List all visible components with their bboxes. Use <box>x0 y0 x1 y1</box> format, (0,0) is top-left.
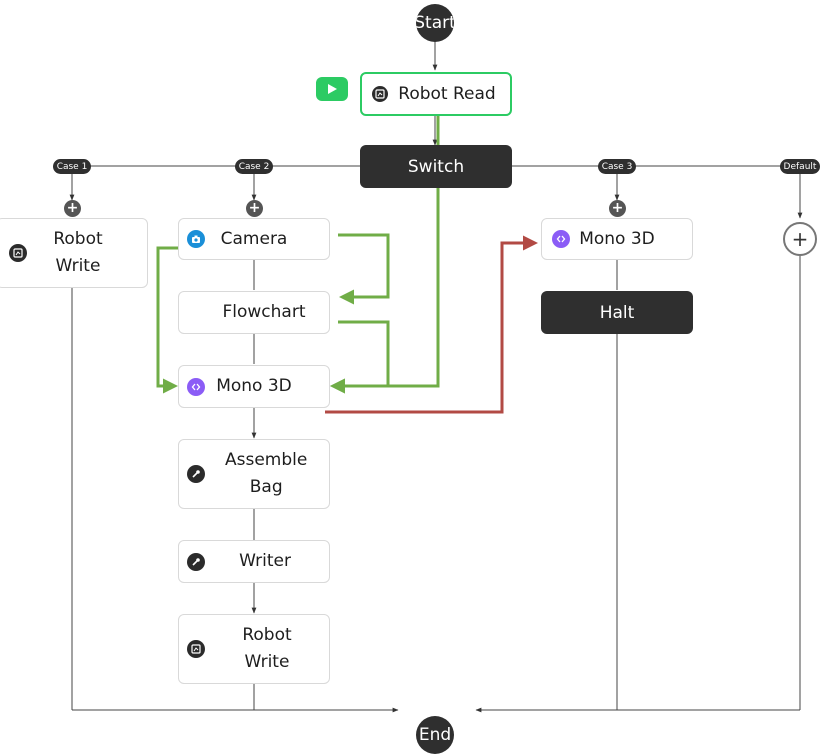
add-step-default-icon[interactable]: + <box>783 222 817 256</box>
start-node[interactable]: Start <box>416 4 454 42</box>
assemble-bag-node[interactable]: Assemble Bag <box>178 439 330 509</box>
case2-mono3d-label: Mono 3D <box>216 376 292 396</box>
case3-mono3d-node[interactable]: Mono 3D <box>541 218 693 260</box>
end-node[interactable]: End <box>416 716 454 754</box>
writer-label: Writer <box>239 551 291 571</box>
assemble-bag-label: Assemble Bag <box>225 450 308 497</box>
case-2-label[interactable]: Case 2 <box>235 159 273 174</box>
default-case-label[interactable]: Default <box>780 159 820 174</box>
data-link-camera-mono3d <box>156 246 180 394</box>
start-label: Start <box>416 13 454 33</box>
halt-node[interactable]: Halt <box>541 291 693 334</box>
robot-arm-icon <box>372 86 388 102</box>
camera-label: Camera <box>220 228 288 249</box>
switch-node[interactable]: Switch <box>360 145 512 188</box>
add-step-case2-icon[interactable]: + <box>246 200 263 217</box>
robot-read-node[interactable]: Robot Read <box>360 72 512 116</box>
flowchart-node[interactable]: Flowchart <box>178 291 330 334</box>
camera-icon <box>187 230 205 248</box>
flowchart-label: Flowchart <box>222 302 306 322</box>
code-brackets-icon <box>187 377 205 396</box>
data-link-flowchart-mono3d <box>330 320 390 394</box>
case2-mono3d-node[interactable]: Mono 3D <box>178 365 330 408</box>
data-link-robotread-mono3d <box>330 116 440 394</box>
data-link-mono3d-case3 <box>325 235 538 414</box>
case1-robot-write-node[interactable]: Robot Write <box>0 218 148 288</box>
robot-arm-icon <box>9 244 27 262</box>
data-link-camera-flowchart <box>338 233 390 305</box>
case2-robot-write-node[interactable]: Robot Write <box>178 614 330 684</box>
tool-icon <box>187 465 205 483</box>
code-brackets-icon <box>552 230 570 248</box>
robot-read-label: Robot Read <box>398 83 496 104</box>
halt-label: Halt <box>599 302 635 323</box>
case1-robot-write-label: Robot Write <box>53 229 103 276</box>
case-3-label[interactable]: Case 3 <box>598 159 636 174</box>
switch-label: Switch <box>407 156 465 177</box>
add-step-case3-icon[interactable]: + <box>609 200 626 217</box>
case2-robot-write-label: Robot Write <box>242 625 292 672</box>
play-icon <box>328 84 337 94</box>
robot-arm-icon <box>187 640 205 658</box>
run-button[interactable] <box>316 77 348 101</box>
camera-node[interactable]: Camera <box>178 218 330 260</box>
add-step-case1-icon[interactable]: + <box>64 200 81 217</box>
end-label: End <box>418 725 452 745</box>
case-1-label[interactable]: Case 1 <box>53 159 91 174</box>
writer-node[interactable]: Writer <box>178 540 330 583</box>
case3-mono3d-label: Mono 3D <box>579 228 655 249</box>
tool-icon <box>187 552 205 571</box>
